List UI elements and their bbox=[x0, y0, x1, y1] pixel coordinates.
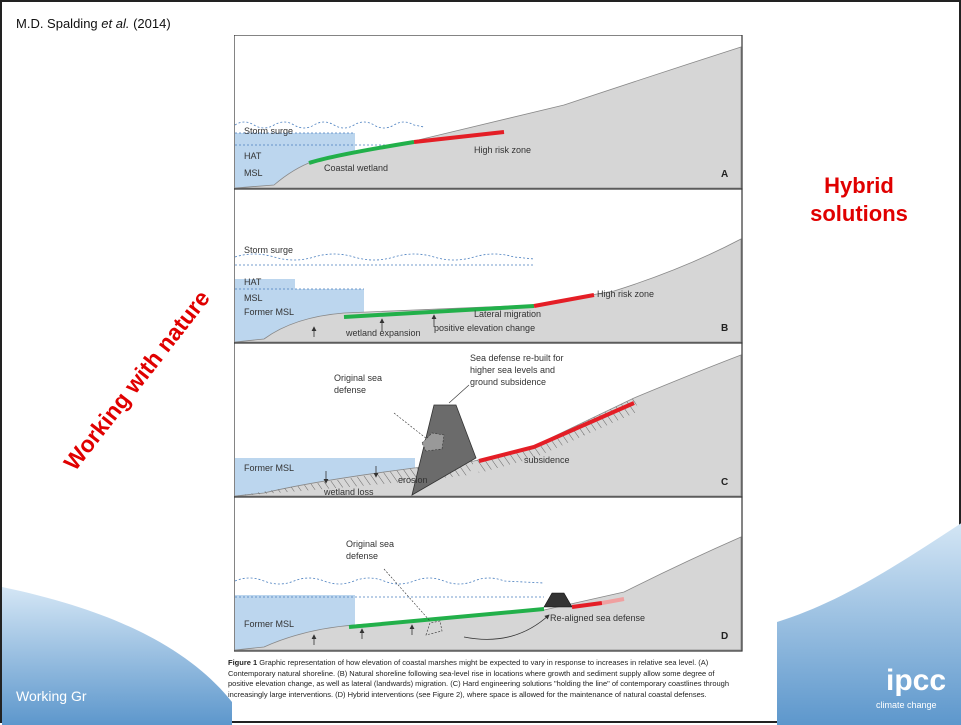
c-letter: C bbox=[721, 477, 728, 488]
panel-b: Storm surge HAT MSL Former MSL High risk… bbox=[234, 188, 743, 351]
citation-etal: et al. bbox=[101, 16, 130, 31]
c-wetland-loss-label: wetland loss bbox=[323, 487, 374, 497]
c-rebuilt-line-1: Sea defense re-built for bbox=[470, 353, 564, 363]
a-hat-label: HAT bbox=[244, 151, 262, 161]
caption-line-1: Graphic representation of how elevation … bbox=[257, 658, 709, 667]
panel-d: Original sea defense Re-aligned sea defe… bbox=[234, 496, 743, 652]
b-hat-label: HAT bbox=[244, 277, 262, 287]
ipcc-logo: ipcc climate change bbox=[870, 662, 961, 712]
panel-c: Original sea defense Sea defense re-buil… bbox=[234, 342, 743, 498]
d-letter: D bbox=[721, 631, 728, 642]
figure-caption: Figure 1 Graphic representation of how e… bbox=[228, 658, 773, 700]
coastal-figure: Storm surge HAT MSL Coastal wetland High… bbox=[234, 35, 743, 652]
b-letter: B bbox=[721, 323, 728, 334]
footer-working-group: Working Gr bbox=[16, 688, 87, 704]
c-erosion-label: erosion bbox=[398, 475, 428, 485]
a-msl-label: MSL bbox=[244, 168, 263, 178]
hybrid-solutions-title: Hybrid solutions bbox=[784, 172, 934, 228]
a-storm-surge-label: Storm surge bbox=[244, 126, 293, 136]
panel-a: Storm surge HAT MSL Coastal wetland High… bbox=[234, 35, 743, 190]
caption-label: Figure 1 bbox=[228, 658, 258, 667]
hybrid-line-1: Hybrid bbox=[824, 173, 894, 198]
ipcc-logo-text: ipcc bbox=[886, 664, 947, 697]
c-former-msl-label: Former MSL bbox=[244, 463, 294, 473]
b-expansion-label: wetland expansion bbox=[345, 328, 421, 338]
b-lateral-label: Lateral migration bbox=[474, 309, 541, 319]
c-subsidence-label: subsidence bbox=[524, 455, 570, 465]
b-risk-label: High risk zone bbox=[597, 289, 654, 299]
c-original-line-1: Original sea bbox=[334, 373, 382, 383]
b-former-msl-label: Former MSL bbox=[244, 307, 294, 317]
d-original-line-1: Original sea bbox=[346, 539, 394, 549]
b-storm-surge-label: Storm surge bbox=[244, 245, 293, 255]
d-realigned-label: Re-aligned sea defense bbox=[550, 613, 645, 623]
caption-line-4: increasingly large interventions. (D) Hy… bbox=[228, 689, 707, 699]
caption-line-2: Contemporary natural shoreline. (B) Natu… bbox=[228, 668, 715, 678]
citation: M.D. Spalding et al. (2014) bbox=[16, 16, 171, 31]
c-rebuilt-line-3: ground subsidence bbox=[470, 377, 546, 387]
a-risk-label: High risk zone bbox=[474, 145, 531, 155]
ipcc-logo-tagline: climate change bbox=[876, 700, 937, 710]
c-original-line-2: defense bbox=[334, 385, 366, 395]
citation-year: (2014) bbox=[129, 16, 171, 31]
caption-line-3: positive elevation change, as well as la… bbox=[228, 679, 730, 688]
a-wetland-label: Coastal wetland bbox=[324, 163, 388, 173]
a-letter: A bbox=[721, 169, 728, 180]
hybrid-line-2: solutions bbox=[810, 201, 908, 226]
c-rebuilt-line-2: higher sea levels and bbox=[470, 365, 555, 375]
d-original-line-2: defense bbox=[346, 551, 378, 561]
d-former-msl-label: Former MSL bbox=[244, 619, 294, 629]
citation-author: M.D. Spalding bbox=[16, 16, 102, 31]
b-msl-label: MSL bbox=[244, 293, 263, 303]
b-positive-label: positive elevation change bbox=[434, 323, 535, 333]
